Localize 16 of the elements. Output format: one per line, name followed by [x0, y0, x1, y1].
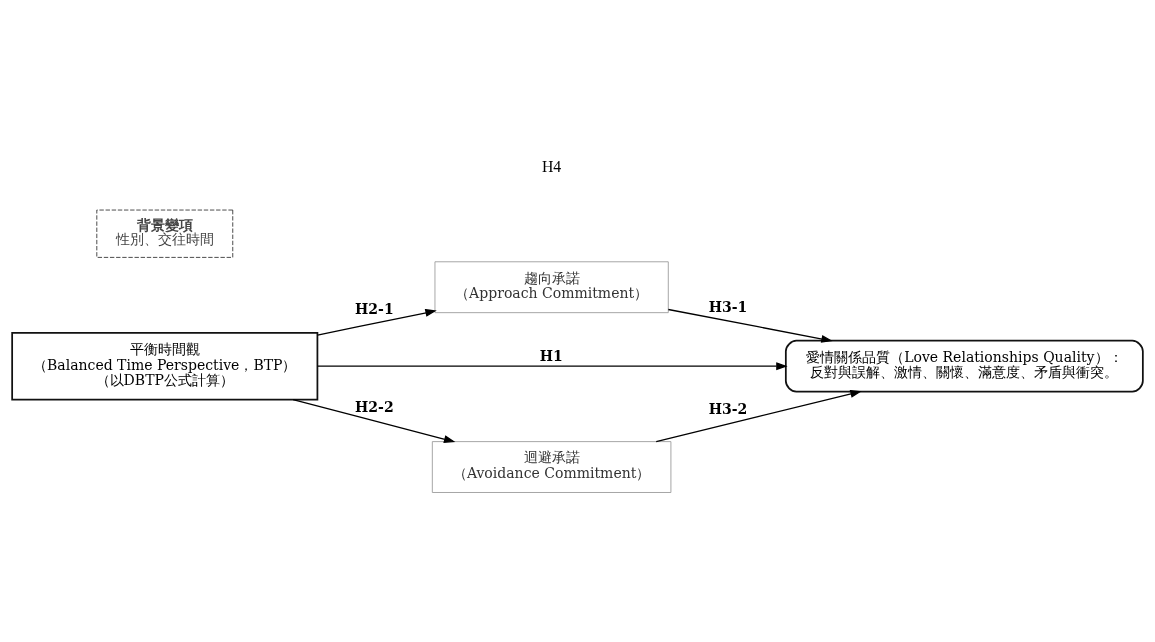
- label: H4: [541, 157, 562, 175]
- arrow: [316, 308, 437, 336]
- node-box: 平衡時間觀 （Balanced Time Perspective，BTP） （以DBTP公式計算）: [11, 331, 319, 401]
- arrow: [316, 362, 788, 371]
- node-box: 迴避承諾 （Avoidance Commitment）: [431, 441, 672, 493]
- edge-label: H3-1: [708, 299, 748, 316]
- node-box: 趨向承諾 （Approach Commitment）: [434, 261, 669, 314]
- node-box: 背景變項 性別、交往時間: [96, 209, 234, 258]
- arrow: [667, 308, 833, 343]
- edge-label: H1: [539, 347, 563, 364]
- edge-label: H2-1: [355, 301, 394, 318]
- arrow: [655, 390, 862, 443]
- node-box: 愛情關係品質（Love Relationships Quality）： 反對與誤解、激情、關懷、滿意度、矛盾與衝突。: [784, 339, 1144, 393]
- edge-label: H3-2: [708, 401, 748, 418]
- arrow: [292, 398, 456, 444]
- edge-label: H2-2: [355, 398, 394, 415]
